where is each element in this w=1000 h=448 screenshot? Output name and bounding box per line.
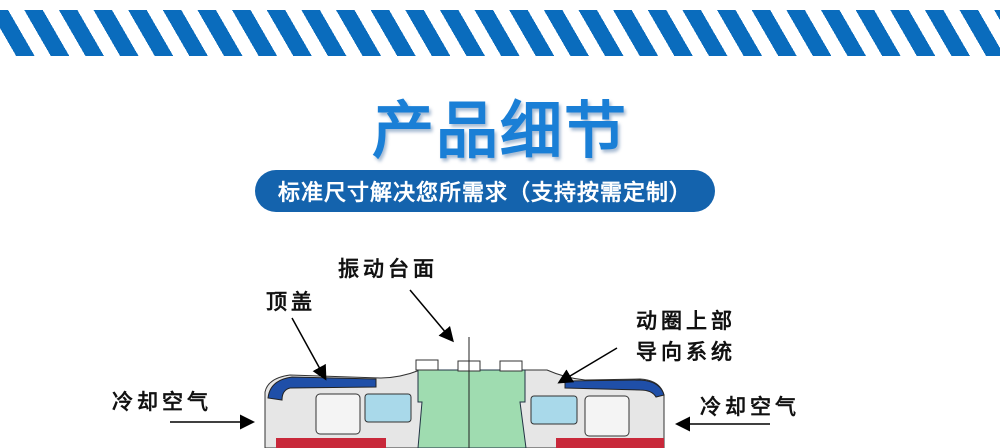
top-cover-left bbox=[267, 376, 377, 401]
bolt-3 bbox=[499, 360, 523, 372]
base-right bbox=[556, 438, 664, 448]
bolt-1 bbox=[415, 359, 439, 371]
label-top-cover: 顶盖 bbox=[266, 290, 316, 314]
label-coil-guide-2: 导向系统 bbox=[636, 340, 736, 364]
label-coil-guide-1: 动圈上部 bbox=[636, 309, 736, 333]
label-vibration-table: 振动台面 bbox=[338, 257, 438, 281]
magnet-right bbox=[584, 395, 630, 437]
striped-banner bbox=[0, 10, 1000, 56]
base-left bbox=[276, 438, 386, 448]
subtitle-badge: 标准尺寸解决您所需求（支持按需定制） bbox=[255, 170, 715, 212]
arrow-table bbox=[409, 289, 454, 343]
page-title: 产品细节 bbox=[371, 94, 628, 167]
label-cooling-air-left: 冷却空气 bbox=[112, 390, 212, 414]
top-cover-right bbox=[564, 379, 665, 398]
vibration-table bbox=[417, 369, 527, 448]
arrow-top-cover bbox=[291, 317, 327, 381]
guide-right bbox=[530, 395, 578, 425]
magnet-left bbox=[315, 393, 361, 435]
arrow-coil-guide bbox=[557, 347, 618, 384]
label-cooling-air-right: 冷却空气 bbox=[700, 395, 800, 419]
guide-left bbox=[364, 393, 412, 423]
